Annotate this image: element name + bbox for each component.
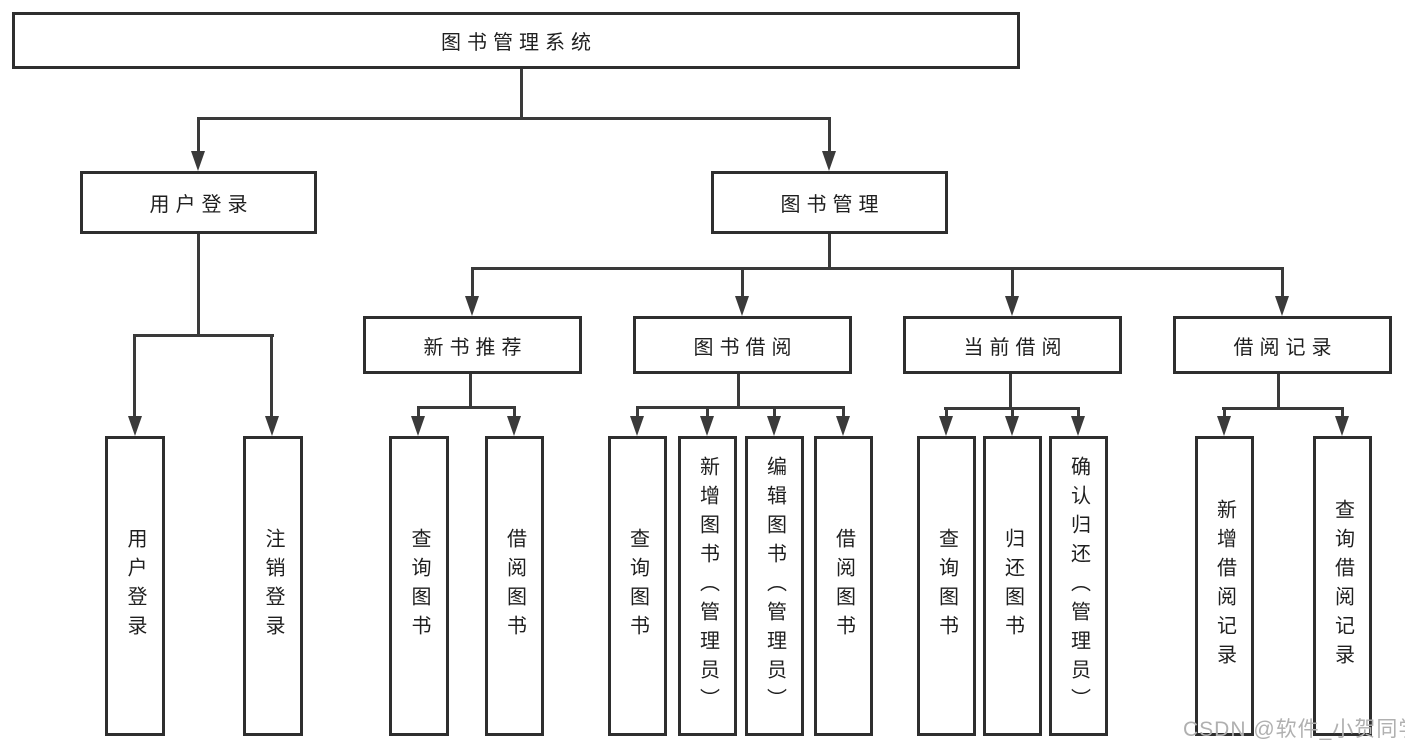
node-current-borrow: 当前借阅 bbox=[903, 316, 1122, 374]
line-book-borrow-stem bbox=[737, 374, 740, 409]
line-to-leaf-return-book bbox=[1011, 409, 1014, 418]
line-book-borrow-horizontal bbox=[636, 406, 845, 409]
line-to-borrow-records bbox=[1281, 269, 1284, 297]
line-to-book-management bbox=[828, 119, 831, 155]
node-leaf-edit-book-admin: 编辑图书（管理员） bbox=[745, 436, 804, 736]
line-to-leaf-query-books-current bbox=[945, 409, 948, 418]
node-leaf-borrow-books-recommend: 借阅图书 bbox=[485, 436, 544, 736]
line-to-leaf-borrow-books-recommend bbox=[513, 408, 516, 418]
node-leaf-return-book: 归还图书 bbox=[983, 436, 1042, 736]
node-borrow-records: 借阅记录 bbox=[1173, 316, 1392, 374]
node-new-book-recommend: 新书推荐 bbox=[363, 316, 582, 374]
arrowhead-down-user-login bbox=[191, 151, 205, 171]
arrowhead-down-current-borrow bbox=[1005, 296, 1019, 316]
arrowhead-down-book-borrow bbox=[735, 296, 749, 316]
watermark-text: CSDN @软件_小贺同学 bbox=[1183, 718, 1405, 741]
line-user-login-stem bbox=[197, 234, 200, 336]
line-book-management-stem bbox=[828, 234, 831, 269]
line-to-book-borrow bbox=[741, 269, 744, 297]
line-borrow-records-horizontal bbox=[1222, 407, 1344, 410]
line-to-user-login bbox=[197, 119, 200, 155]
line-to-leaf-add-book-admin bbox=[706, 408, 709, 418]
node-leaf-user-login: 用户登录 bbox=[105, 436, 165, 736]
line-to-leaf-query-books-borrow bbox=[636, 408, 639, 418]
line-level3-horizontal bbox=[471, 267, 1284, 270]
arrowhead-down-leaf-query-borrow-record bbox=[1335, 416, 1349, 436]
node-leaf-query-books-borrow: 查询图书 bbox=[608, 436, 667, 736]
node-leaf-logout: 注销登录 bbox=[243, 436, 303, 736]
arrowhead-down-leaf-edit-book-admin bbox=[767, 416, 781, 436]
line-to-leaf-confirm-return-admin bbox=[1077, 409, 1080, 418]
arrowhead-down-leaf-query-books-borrow bbox=[630, 416, 644, 436]
node-leaf-confirm-return-admin: 确认归还（管理员） bbox=[1049, 436, 1108, 736]
node-user-login: 用户登录 bbox=[80, 171, 317, 234]
line-to-leaf-query-books-recommend bbox=[417, 408, 420, 418]
line-to-new-book-recommend bbox=[471, 269, 474, 297]
line-current-borrow-horizontal bbox=[944, 407, 1080, 410]
arrowhead-down-leaf-query-books-current bbox=[939, 416, 953, 436]
line-to-leaf-query-borrow-record bbox=[1341, 409, 1344, 418]
arrowhead-down-leaf-return-book bbox=[1005, 416, 1019, 436]
line-to-leaf-edit-book-admin bbox=[773, 408, 776, 418]
line-new-book-recommend-horizontal bbox=[417, 406, 516, 409]
line-to-current-borrow bbox=[1011, 269, 1014, 297]
arrowhead-down-new-book-recommend bbox=[465, 296, 479, 316]
line-to-leaf-add-borrow-record bbox=[1223, 409, 1226, 418]
line-borrow-records-stem bbox=[1277, 374, 1280, 409]
arrowhead-down-leaf-user-login bbox=[128, 416, 142, 436]
arrowhead-down-leaf-query-books-recommend bbox=[411, 416, 425, 436]
arrowhead-down-leaf-borrow-books bbox=[836, 416, 850, 436]
arrowhead-down-leaf-logout bbox=[265, 416, 279, 436]
node-leaf-borrow-books: 借阅图书 bbox=[814, 436, 873, 736]
line-user-login-horizontal bbox=[133, 334, 274, 337]
node-leaf-add-borrow-record: 新增借阅记录 bbox=[1195, 436, 1254, 736]
node-book-borrow: 图书借阅 bbox=[633, 316, 852, 374]
node-leaf-query-borrow-record: 查询借阅记录 bbox=[1313, 436, 1372, 736]
line-level1-horizontal bbox=[197, 117, 831, 120]
arrowhead-down-leaf-confirm-return-admin bbox=[1071, 416, 1085, 436]
arrowhead-down-borrow-records bbox=[1275, 296, 1289, 316]
arrowhead-down-leaf-add-borrow-record bbox=[1217, 416, 1231, 436]
line-to-leaf-user-login bbox=[133, 336, 136, 418]
node-book-management: 图书管理 bbox=[711, 171, 948, 234]
line-current-borrow-stem bbox=[1009, 374, 1012, 409]
line-root-stem bbox=[520, 68, 523, 120]
node-leaf-add-book-admin: 新增图书（管理员） bbox=[678, 436, 737, 736]
node-leaf-query-books-current: 查询图书 bbox=[917, 436, 976, 736]
node-leaf-query-books-recommend: 查询图书 bbox=[389, 436, 449, 736]
arrowhead-down-leaf-borrow-books-recommend bbox=[507, 416, 521, 436]
line-new-book-recommend-stem bbox=[469, 374, 472, 409]
node-library-system: 图书管理系统 bbox=[12, 12, 1020, 69]
line-to-leaf-borrow-books bbox=[842, 408, 845, 418]
line-to-leaf-logout bbox=[270, 336, 273, 418]
arrowhead-down-book-management bbox=[822, 151, 836, 171]
arrowhead-down-leaf-add-book-admin bbox=[700, 416, 714, 436]
